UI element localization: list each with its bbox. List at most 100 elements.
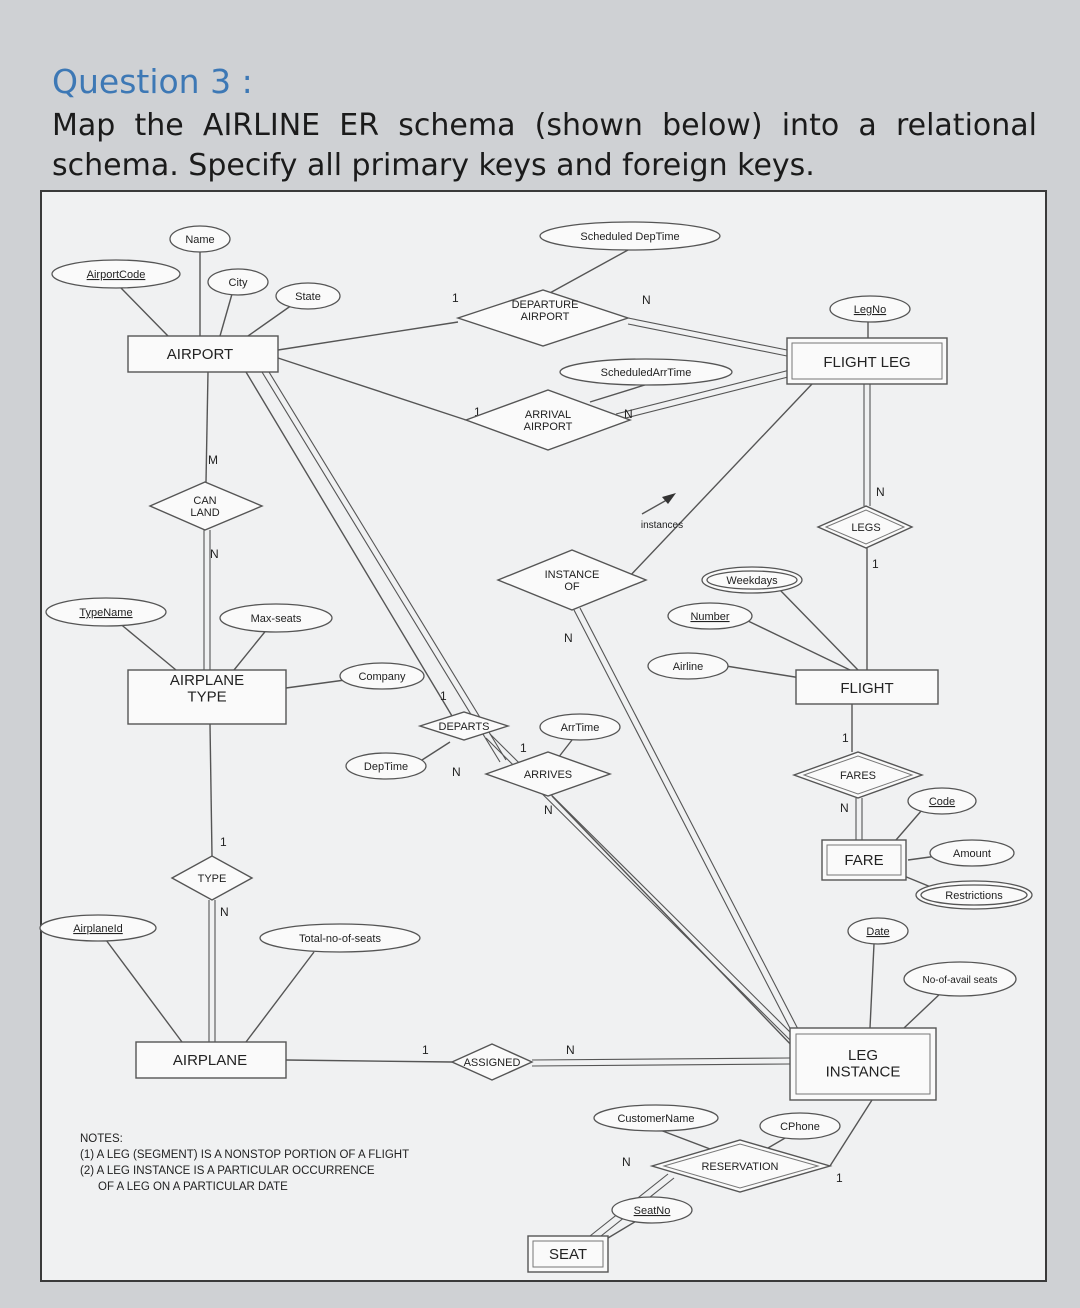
entity-airport: AIRPORT <box>127 335 279 373</box>
attr-customer-name: CustomerName <box>593 1104 719 1132</box>
svg-text:Weekdays: Weekdays <box>726 575 778 587</box>
attr-state: State <box>275 282 341 310</box>
svg-text:Scheduled DepTime: Scheduled DepTime <box>580 231 679 243</box>
svg-text:ArrTime: ArrTime <box>561 722 600 734</box>
svg-text:State: State <box>295 291 321 303</box>
attr-seat-no: SeatNo <box>611 1196 693 1224</box>
connector-lines <box>105 249 953 1241</box>
card-arrives-airport: 1 <box>520 741 527 755</box>
rel-departs: DEPARTS <box>417 711 511 741</box>
svg-text:Amount: Amount <box>953 848 991 860</box>
attr-code: Code <box>907 787 977 815</box>
svg-text:No-of-avail seats: No-of-avail seats <box>922 975 997 986</box>
rel-arrives: ARRIVES <box>483 751 613 797</box>
svg-text:Restrictions: Restrictions <box>945 890 1003 902</box>
attr-cphone: CPhone <box>759 1112 841 1140</box>
card-assigned-leginst: N <box>566 1043 575 1057</box>
attr-airport-code: AirportCode <box>51 259 181 289</box>
attributes: Name AirportCode City State Scheduled De… <box>39 221 1033 1224</box>
card-reservation-seat: N <box>622 1155 631 1169</box>
attr-city: City <box>207 268 269 296</box>
svg-text:Date: Date <box>866 926 889 938</box>
question-text: Map the AIRLINE ER schema (shown below) … <box>52 108 1037 183</box>
attr-max-seats: Max-seats <box>219 603 333 633</box>
card-instanceof: N <box>564 631 573 645</box>
card-type-airplane: N <box>220 905 229 919</box>
attr-number: Number <box>667 602 753 630</box>
svg-text:CPhone: CPhone <box>780 1121 820 1133</box>
svg-text:Max-seats: Max-seats <box>251 613 302 625</box>
attr-name: Name <box>169 225 231 253</box>
svg-text:Company: Company <box>358 671 406 683</box>
svg-text:Code: Code <box>929 796 955 808</box>
attr-leg-no: LegNo <box>829 295 911 323</box>
rel-assigned: ASSIGNED <box>450 1043 534 1081</box>
svg-text:DepTime: DepTime <box>364 761 408 773</box>
question-title: Question 3 : <box>52 62 253 101</box>
attr-date: Date <box>847 917 909 945</box>
card-departs-leginst: N <box>452 765 461 779</box>
svg-text:DEPARTS: DEPARTS <box>439 721 490 733</box>
entity-seat: SEAT <box>527 1235 609 1273</box>
svg-text:AIRPLANE: AIRPLANE <box>173 1052 247 1069</box>
entity-fare: FARE <box>821 839 907 881</box>
card-departure-leg: N <box>642 293 651 307</box>
entity-airplane: AIRPLANE <box>135 1041 287 1079</box>
notes-line-2: (2) A LEG INSTANCE IS A PARTICULAR OCCUR… <box>80 1165 375 1177</box>
notes-line-3: OF A LEG ON A PARTICULAR DATE <box>98 1181 288 1193</box>
card-fares-flight: 1 <box>842 731 849 745</box>
attr-airline: Airline <box>647 652 729 680</box>
card-arrival-leg: N <box>624 407 633 421</box>
svg-text:Total-no-of-seats: Total-no-of-seats <box>299 933 381 945</box>
svg-text:LegNo: LegNo <box>854 304 886 316</box>
svg-text:FLIGHT: FLIGHT <box>840 680 893 697</box>
svg-text:Airline: Airline <box>673 661 704 673</box>
attr-airplane-id: AirplaneId <box>39 914 157 942</box>
entity-flight-leg: FLIGHT LEG <box>786 337 948 385</box>
attr-company: Company <box>339 662 425 690</box>
svg-text:ASSIGNED: ASSIGNED <box>464 1057 521 1069</box>
instances-label: instances <box>641 520 683 531</box>
card-canland-airport: M <box>208 453 218 467</box>
card-legs-leg: N <box>876 485 885 499</box>
notes-heading: NOTES: <box>80 1133 123 1145</box>
svg-text:AirportCode: AirportCode <box>87 269 146 281</box>
svg-text:SEAT: SEAT <box>549 1246 587 1263</box>
cardinality-labels: 1 N 1 N M N N 1 N 1 N 1 N 1 N 1 N 1 N N … <box>208 291 885 1185</box>
svg-text:RESERVATION: RESERVATION <box>701 1161 778 1173</box>
svg-text:FLIGHT LEG: FLIGHT LEG <box>823 354 910 371</box>
rel-fares: FARES <box>791 751 925 799</box>
svg-text:FARES: FARES <box>840 770 876 782</box>
card-canland-type: N <box>210 547 219 561</box>
attr-no-of-avail-seats: No-of-avail seats <box>903 961 1017 997</box>
card-type-airplanetype: 1 <box>220 835 227 849</box>
notes-block: NOTES: (1) A LEG (SEGMENT) IS A NONSTOP … <box>80 1133 409 1193</box>
attr-weekdays: Weekdays <box>701 566 803 594</box>
card-arrives-leginst: N <box>544 803 553 817</box>
svg-text:TypeName: TypeName <box>79 607 132 619</box>
svg-text:TYPE: TYPE <box>198 873 227 885</box>
svg-text:ScheduledArrTime: ScheduledArrTime <box>601 367 692 379</box>
svg-text:LEGS: LEGS <box>851 522 880 534</box>
card-legs-flight: 1 <box>872 557 879 571</box>
card-airport-departure: 1 <box>452 291 459 305</box>
attr-deptime: DepTime <box>345 752 427 780</box>
card-airport-arrival: 1 <box>474 405 481 419</box>
attr-type-name: TypeName <box>45 597 167 627</box>
notes-line-1: (1) A LEG (SEGMENT) IS A NONSTOP PORTION… <box>80 1149 409 1161</box>
attr-amount: Amount <box>929 839 1015 867</box>
